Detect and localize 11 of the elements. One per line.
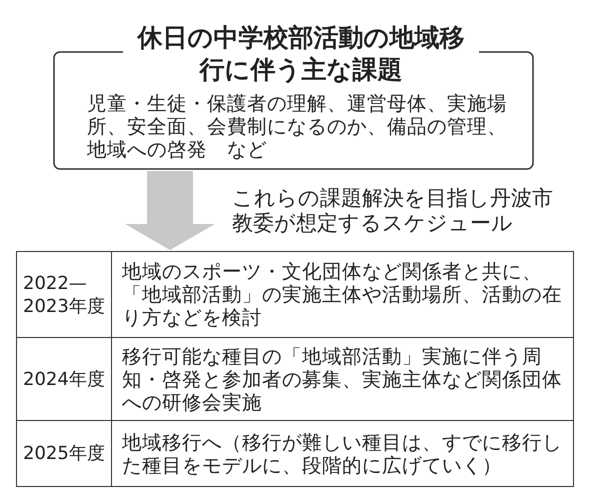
block-arrow	[125, 171, 215, 250]
box-heading: 休日の中学校部活動の地域移行に伴う主な課題	[123, 22, 479, 86]
plan-cell: 移行可能な種目の「地域部活動」実施に伴う周知・啓発と参加者の募集、実施主体など関係団体への研修会実施	[112, 338, 574, 420]
issues-box	[53, 22, 534, 170]
year-cell: 2022—2023年度	[16, 252, 112, 338]
plan-cell: 地域移行へ（移行が難しい種目は、すでに移行した種目をモデルに、段階的に広げていく）	[112, 420, 574, 486]
plan-cell: 地域のスポーツ・文化団体など関係者と共に、「地域部活動」の実施主体や活動場所、活動の在り方などを検討	[112, 252, 574, 338]
year-cell: 2025年度	[16, 420, 112, 486]
year-cell: 2024年度	[16, 338, 112, 420]
box-text: 児童・生徒・保護者の理解、運営母体、実施場所、安全面、会費制になるのか、備品の管理、地域への啓発 など	[87, 92, 508, 161]
edge-label: これらの課題解決を目指し丹波市教委が想定するスケジュール	[232, 186, 554, 236]
